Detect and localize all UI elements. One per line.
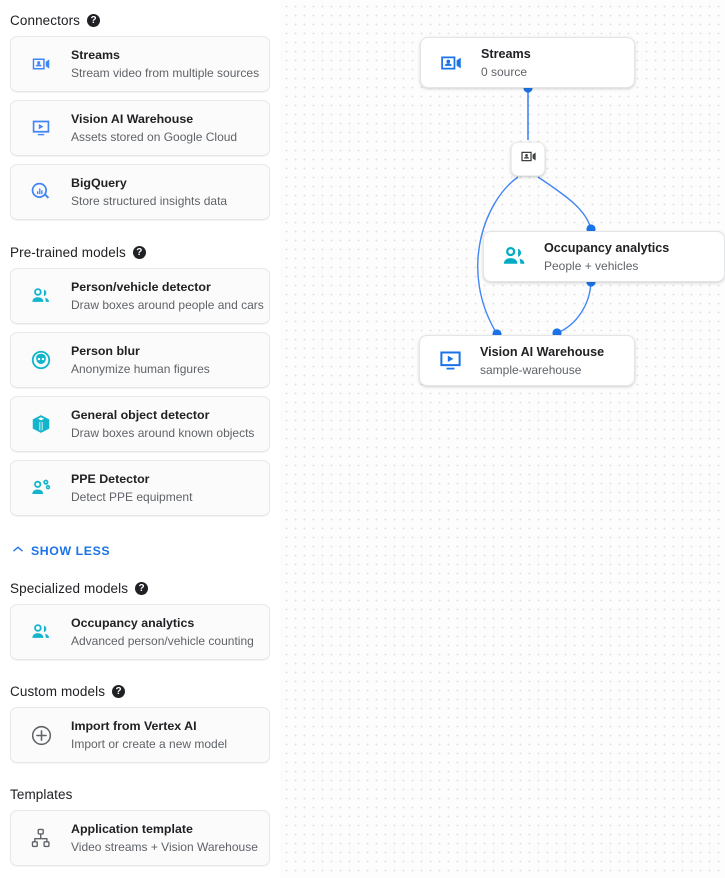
occupancy-analytics-icon [28,619,54,645]
help-icon[interactable]: ? [87,14,101,27]
ppe-detector-icon [28,475,54,501]
edge-camera-to-warehouse-left [477,176,519,335]
node-title: Vision AI Warehouse [480,344,605,359]
node-title: Occupancy analytics [544,240,670,255]
help-icon[interactable]: ? [135,582,149,595]
palette-item-application-template[interactable]: Application template Video streams + Vis… [10,810,270,866]
section-header-specialized-models: Specialized models ? [0,581,280,596]
camera-operator-node[interactable] [511,142,545,176]
palette-item-person-blur[interactable]: Person blur Anonymize human figures [10,332,270,388]
node-title: Streams [481,46,531,61]
palette-item-ppe-detector[interactable]: PPE Detector Detect PPE equipment [10,460,270,516]
palette-item-subtitle: Stream video from multiple sources [71,66,260,80]
person-vehicle-icon [28,283,54,309]
section-title: Pre-trained models [10,245,126,260]
video-camera-person-icon [28,51,54,77]
chevron-up-icon [11,542,25,559]
palette-item-title: Vision AI Warehouse [71,112,194,126]
palette-item-title: PPE Detector [71,472,150,486]
node-subtitle: sample-warehouse [480,362,582,377]
streams-node[interactable]: Streams 0 source [420,37,635,88]
palette-item-person-vehicle-detector[interactable]: Person/vehicle detector Draw boxes aroun… [10,268,270,324]
palette-item-subtitle: Detect PPE equipment [71,490,193,504]
palette-item-vision-ai-warehouse[interactable]: Vision AI Warehouse Assets stored on Goo… [10,100,270,156]
palette-item-import-from-vertex-ai[interactable]: Import from Vertex AI Import or create a… [10,707,270,763]
section-title: Templates [10,787,73,802]
monitor-play-icon [436,347,464,375]
bigquery-magnifier-icon [28,179,54,205]
help-icon[interactable]: ? [112,685,126,698]
graph-canvas[interactable]: Streams 0 source Occupancy analytics Peo… [280,0,725,878]
section-header-pre-trained-models: Pre-trained models ? [0,245,280,260]
section-title: Specialized models [10,581,129,596]
section-header-custom-models: Custom models ? [0,684,280,699]
show-less-button[interactable]: SHOW LESS [0,542,280,559]
palette-item-subtitle: Advanced person/vehicle counting [71,634,254,648]
palette-item-title: Occupancy analytics [71,616,195,630]
palette-item-bigquery[interactable]: BigQuery Store structured insights data [10,164,270,220]
edge-occupancy-to-warehouse [556,281,592,334]
occupancy-analytics-node[interactable]: Occupancy analytics People + vehicles [483,231,725,282]
node-subtitle: 0 source [481,64,528,79]
palette-item-subtitle: Draw boxes around people and cars [71,298,264,312]
section-title: Custom models [10,684,106,699]
palette-item-subtitle: Video streams + Vision Warehouse [71,840,258,854]
vision-warehouse-node[interactable]: Vision AI Warehouse sample-warehouse [419,335,635,386]
palette-item-subtitle: Draw boxes around known objects [71,426,255,440]
palette-item-title: Streams [71,48,120,62]
palette-item-title: General object detector [71,408,210,422]
section-header-connectors: Connectors ? [0,13,280,28]
palette-item-subtitle: Import or create a new model [71,737,228,751]
node-subtitle: People + vehicles [544,258,639,273]
palette-item-subtitle: Store structured insights data [71,194,228,208]
component-palette-sidebar: Connectors ? Streams Stream video from m… [0,0,280,878]
palette-item-title: Application template [71,822,193,836]
plus-circle-icon [28,722,54,748]
person-blur-icon [28,347,54,373]
palette-item-title: Import from Vertex AI [71,719,197,733]
palette-item-occupancy-analytics[interactable]: Occupancy analytics Advanced person/vehi… [10,604,270,660]
edge-camera-to-occupancy [537,176,592,230]
palette-item-subtitle: Assets stored on Google Cloud [71,130,238,144]
video-camera-person-icon [519,147,538,171]
cube-object-icon [28,411,54,437]
palette-item-streams[interactable]: Streams Stream video from multiple sourc… [10,36,270,92]
graph-edges [477,83,596,339]
monitor-play-icon [28,115,54,141]
section-title: Connectors [10,13,81,28]
palette-item-general-object-detector[interactable]: General object detector Draw boxes aroun… [10,396,270,452]
palette-item-title: Person/vehicle detector [71,280,211,294]
palette-item-title: Person blur [71,344,140,358]
show-less-label: SHOW LESS [31,543,111,558]
help-icon[interactable]: ? [132,246,146,259]
org-chart-icon [28,825,54,851]
occupancy-analytics-icon [500,243,528,271]
palette-item-subtitle: Anonymize human figures [71,362,210,376]
video-camera-person-icon [437,49,465,77]
palette-item-title: BigQuery [71,176,127,190]
section-header-templates: Templates [0,787,280,802]
